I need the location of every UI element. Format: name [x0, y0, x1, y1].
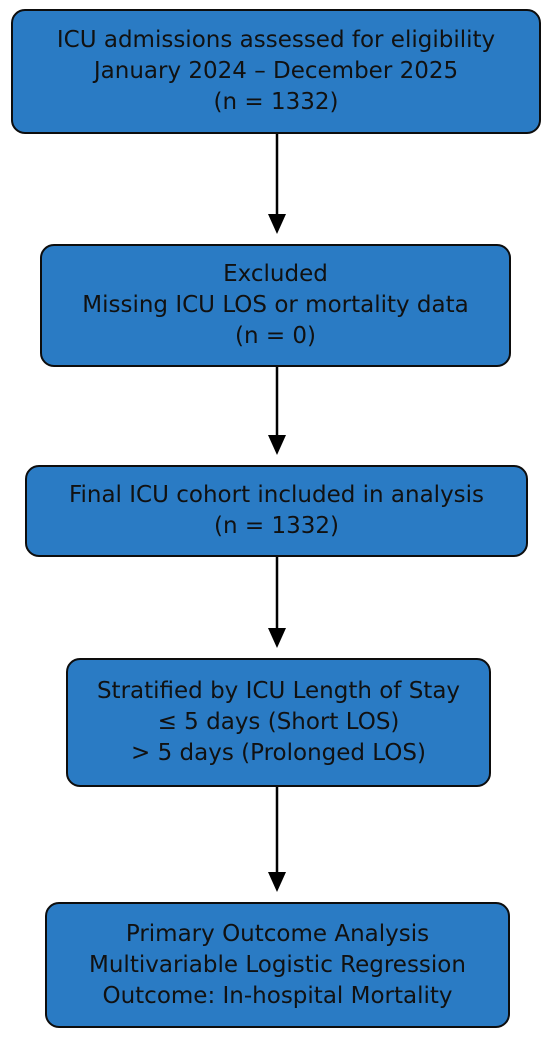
box-line: Stratified by ICU Length of Stay [96, 678, 461, 704]
box-line: January 2024 – December 2025 [93, 58, 459, 84]
exclusion-box: Excluded Missing ICU LOS or mortality da… [40, 244, 511, 367]
box-line: Missing ICU LOS or mortality data [82, 292, 469, 318]
box-line: > 5 days (Prolonged LOS) [131, 740, 426, 766]
box-line: Final ICU cohort included in analysis [68, 482, 485, 508]
final-cohort-box: Final ICU cohort included in analysis (n… [25, 465, 528, 557]
arrow-3 [268, 557, 286, 648]
box-line: Multivariable Logistic Regression [89, 951, 466, 978]
box-line: (n = 1332) [213, 89, 339, 115]
arrow-1 [268, 134, 286, 234]
box-line: ≤ 5 days (Short LOS) [157, 709, 400, 735]
stratification-box: Stratified by ICU Length of Stay ≤ 5 day… [66, 658, 491, 787]
box-line: (n = 0) [234, 323, 317, 349]
arrow-4 [268, 787, 286, 892]
box-line: Excluded [223, 261, 328, 287]
box-line: Primary Outcome Analysis [125, 920, 430, 947]
primary-outcome-box: Primary Outcome Analysis Multivariable L… [45, 902, 510, 1028]
eligibility-assessment-box: ICU admissions assessed for eligibility … [11, 9, 541, 134]
box-line: ICU admissions assessed for eligibility [56, 27, 496, 53]
box-line: (n = 1332) [214, 513, 339, 539]
box-line: Outcome: In-hospital Mortality [102, 982, 453, 1009]
arrow-2 [268, 367, 286, 455]
